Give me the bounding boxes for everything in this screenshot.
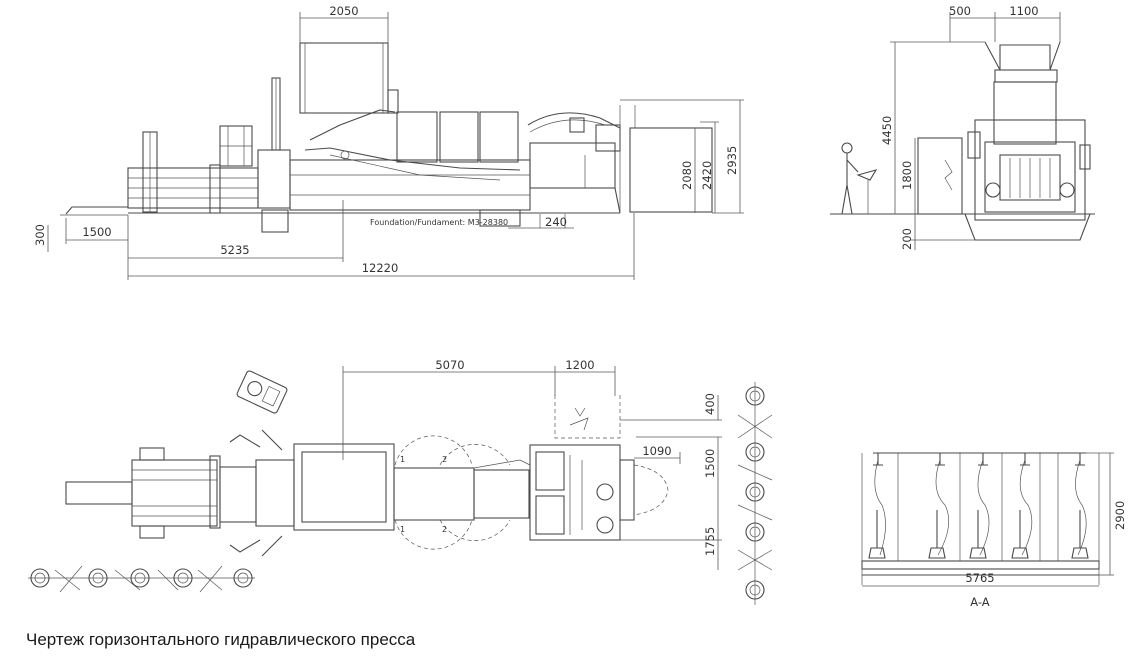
foundation-note: Foundation/Fundament: M3-28380 [370, 218, 508, 227]
dim-1800: 1800 [900, 161, 914, 190]
dim-hopper-width: 2050 [329, 4, 358, 18]
side-view-dimensions: 2050 300 1500 5235 12220 Foundation/Fund… [33, 4, 744, 280]
plan-marker-2: 2 [442, 455, 447, 464]
dim-5070: 5070 [435, 358, 464, 372]
plan-marker-1: 1 [400, 455, 405, 464]
dim-2900: 2900 [1113, 501, 1127, 530]
plan-marker-1b: 1 [400, 525, 405, 534]
end-view [830, 41, 1095, 241]
dim-1755: 1755 [703, 527, 717, 556]
control-panel-symbol [236, 370, 288, 414]
dim-240: 240 [545, 215, 567, 229]
dim-5235: 5235 [220, 243, 249, 257]
dim-2420: 2420 [700, 161, 714, 190]
dim-4450: 4450 [880, 116, 894, 145]
dim-200: 200 [900, 228, 914, 250]
dim-500: 500 [949, 4, 971, 18]
dim-5765: 5765 [965, 571, 994, 585]
section-label: A-A [970, 595, 990, 609]
dim-2935: 2935 [725, 146, 739, 175]
section-a-a [861, 452, 1100, 585]
section-a-a-dimensions: 5765 2900 A-A [862, 452, 1127, 609]
dim-400: 400 [703, 393, 717, 415]
dim-300: 300 [33, 224, 47, 246]
dim-1500: 1500 [82, 225, 111, 239]
end-view-dimensions: 500 1100 4450 1800 200 [880, 4, 1061, 250]
dim-plan-1500: 1500 [703, 449, 717, 478]
dim-1090: 1090 [642, 444, 671, 458]
dim-1100: 1100 [1009, 4, 1038, 18]
dim-total-length: 12220 [362, 261, 399, 275]
wire-coils-column [737, 382, 773, 605]
dim-1200: 1200 [565, 358, 594, 372]
wire-coils-row [28, 565, 255, 593]
plan-marker-2b: 2 [442, 525, 447, 534]
dim-2080: 2080 [680, 161, 694, 190]
plan-view: 1 2 1 2 [65, 370, 669, 557]
plan-view-dimensions: 5070 1200 400 1090 1500 1755 [342, 358, 722, 570]
side-view [60, 42, 713, 233]
drawing-caption: Чертеж горизонтального гидравлического п… [26, 630, 416, 649]
